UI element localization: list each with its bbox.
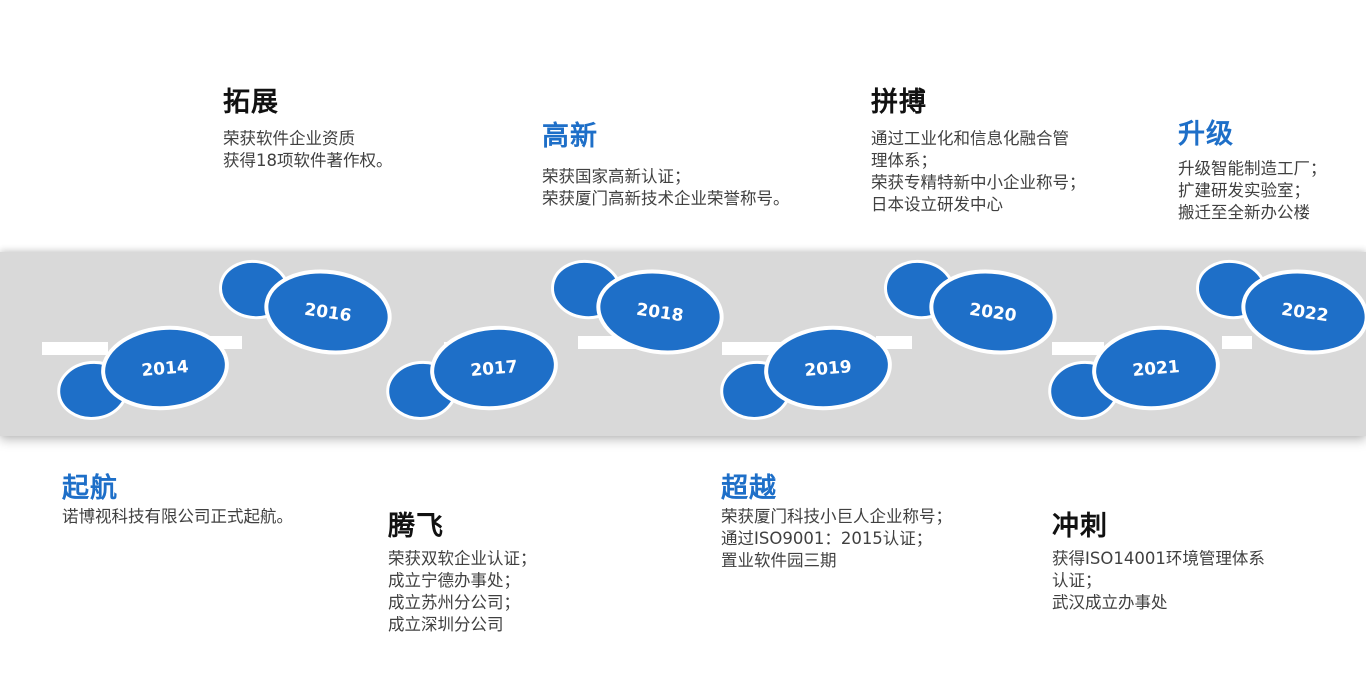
footprint-year-label: 2014: [141, 357, 190, 381]
milestone-line: 荣获国家高新认证；: [542, 167, 691, 186]
milestone-line: 荣获厦门科技小巨人企业称号；: [721, 507, 952, 526]
milestone-line: 武汉成立办事处: [1052, 593, 1168, 612]
milestone-line: 搬迁至全新办公楼: [1178, 203, 1310, 222]
footprint-2020: 2020: [884, 259, 1057, 355]
footprint-2016: 2016: [219, 259, 392, 355]
milestone-text-2020: 通过工业化和信息化融合管 理体系； 荣获专精特新中小企业称号； 日本设立研发中心: [871, 128, 1086, 216]
milestone-2020: 拼搏 通过工业化和信息化融合管 理体系； 荣获专精特新中小企业称号； 日本设立研…: [871, 86, 1086, 216]
milestone-line: 获得ISO14001环境管理体系: [1052, 549, 1265, 568]
footprint-pad: [764, 325, 892, 411]
milestone-line: 通过ISO9001：2015认证；: [721, 529, 933, 548]
footprint-2022: 2022: [1196, 259, 1366, 355]
milestone-2022: 升级 升级智能制造工厂； 扩建研发实验室； 搬迁至全新办公楼: [1178, 118, 1327, 224]
milestone-title-2019: 超越: [721, 473, 777, 504]
milestone-line: 获得18项软件著作权。: [223, 151, 393, 170]
milestone-title-2022: 升级: [1178, 119, 1234, 150]
milestone-text-2022: 升级智能制造工厂； 扩建研发实验室； 搬迁至全新办公楼: [1178, 158, 1327, 224]
footprint-year-label: 2021: [1132, 357, 1181, 381]
milestone-line: 认证；: [1052, 571, 1102, 590]
milestone-line: 荣获双软企业认证；: [388, 549, 537, 568]
timeline-dash: [722, 342, 786, 355]
milestone-2014: 起航 诺博视科技有限公司正式起航。: [62, 472, 293, 528]
milestone-2019: 超越 荣获厦门科技小巨人企业称号； 通过ISO9001：2015认证； 置业软件…: [721, 472, 952, 572]
footprint-pad: [1241, 269, 1366, 355]
milestone-title-2021: 冲刺: [1052, 511, 1108, 542]
milestone-line: 置业软件园三期: [721, 551, 837, 570]
footprint-2017: 2017: [386, 325, 558, 420]
milestone-2016: 拓展 荣获软件企业资质 获得18项软件著作权。: [223, 86, 393, 172]
milestone-title-2017: 腾飞: [388, 511, 444, 542]
milestone-text-2019: 荣获厦门科技小巨人企业称号； 通过ISO9001：2015认证； 置业软件园三期: [721, 506, 952, 572]
milestone-text-2017: 荣获双软企业认证； 成立宁德办事处； 成立苏州分公司； 成立深圳分公司: [388, 548, 537, 636]
milestone-line: 荣获专精特新中小企业称号；: [871, 173, 1086, 192]
milestone-title-2016: 拓展: [223, 87, 279, 118]
timeline-dash: [876, 336, 912, 349]
footprint-2018: 2018: [551, 259, 724, 355]
milestone-text-2014: 诺博视科技有限公司正式起航。: [62, 506, 293, 528]
footprint-pad: [1092, 325, 1220, 411]
footprint-2014: 2014: [57, 325, 229, 420]
footprint-2019: 2019: [720, 325, 892, 420]
footprint-year-label: 2017: [470, 357, 519, 381]
milestone-line: 成立宁德办事处；: [388, 571, 520, 590]
milestone-title-2018: 高新: [542, 121, 598, 152]
milestone-line: 理体系；: [871, 151, 937, 170]
milestone-title-2014: 起航: [62, 473, 118, 504]
milestone-line: 日本设立研发中心: [871, 195, 1003, 214]
timeline-dash: [42, 342, 108, 355]
footprint-2021: 2021: [1048, 325, 1220, 420]
footprint-pad: [264, 269, 392, 355]
footprint-pad: [101, 325, 229, 411]
milestone-line: 扩建研发实验室；: [1178, 181, 1310, 200]
milestone-line: 通过工业化和信息化融合管: [871, 129, 1069, 148]
footprint-pad: [596, 269, 724, 355]
milestone-line: 成立深圳分公司: [388, 615, 504, 634]
milestone-line: 成立苏州分公司；: [388, 593, 520, 612]
milestone-text-2018: 荣获国家高新认证； 荣获厦门高新技术企业荣誉称号。: [542, 166, 790, 210]
footprint-pad: [430, 325, 558, 411]
timeline-dash: [1052, 342, 1104, 355]
milestone-title-2020: 拼搏: [871, 87, 927, 118]
milestone-2018: 高新 荣获国家高新认证； 荣获厦门高新技术企业荣誉称号。: [542, 120, 790, 210]
milestone-2017: 腾飞 荣获双软企业认证； 成立宁德办事处； 成立苏州分公司； 成立深圳分公司: [388, 510, 537, 636]
footprint-year-label: 2019: [804, 357, 853, 381]
milestone-line: 荣获软件企业资质: [223, 129, 355, 148]
milestone-2021: 冲刺 获得ISO14001环境管理体系 认证； 武汉成立办事处: [1052, 510, 1265, 614]
timeline-dash: [1222, 336, 1252, 349]
milestone-text-2021: 获得ISO14001环境管理体系 认证； 武汉成立办事处: [1052, 548, 1265, 614]
milestone-line: 荣获厦门高新技术企业荣誉称号。: [542, 189, 790, 208]
footprint-pad: [929, 269, 1057, 355]
milestone-text-2016: 荣获软件企业资质 获得18项软件著作权。: [223, 128, 393, 172]
milestone-line: 升级智能制造工厂；: [1178, 159, 1327, 178]
milestone-line: 诺博视科技有限公司正式起航。: [62, 507, 293, 526]
